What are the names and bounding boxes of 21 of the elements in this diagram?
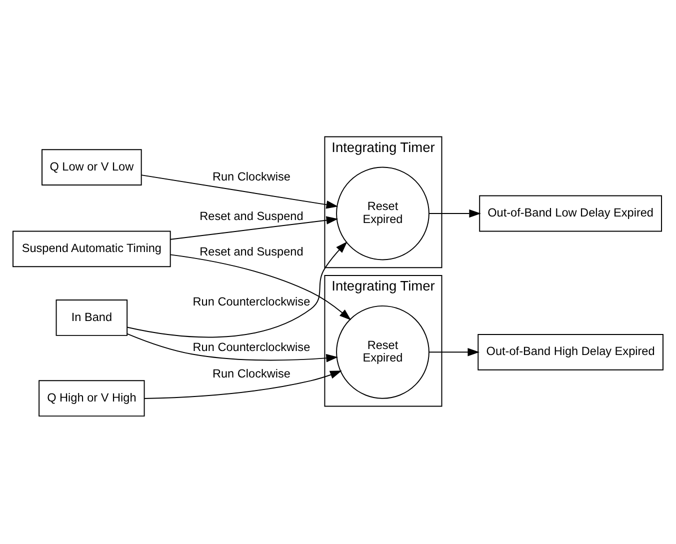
edge-label: Run Clockwise — [212, 169, 290, 184]
arrow — [126, 332, 338, 362]
edge-label: Run Clockwise — [212, 366, 290, 380]
node-box: Out-of-Band High Delay Expired — [478, 333, 664, 370]
edge-label: Reset and Suspend — [200, 208, 304, 222]
node-box: In Band — [56, 299, 128, 336]
arrow — [126, 241, 348, 338]
node-box: Suspend Automatic Timing — [12, 230, 171, 267]
node-circle: Reset Expired — [336, 304, 430, 398]
node-box: Out-of-Band Low Delay Expired — [479, 194, 662, 232]
edge-label: Run Counterclockwise — [192, 294, 310, 308]
arrow — [170, 216, 338, 240]
edge-label: Reset and Suspend — [200, 244, 304, 258]
arrow — [144, 370, 342, 399]
node-box: Q Low or V Low — [42, 148, 142, 185]
arrow — [428, 208, 481, 218]
arrow — [140, 174, 338, 208]
arrow — [170, 254, 352, 320]
arrow — [428, 348, 480, 356]
node-box: Q High or V High — [38, 380, 145, 416]
edge-label: Run Counterclockwise — [192, 339, 310, 354]
